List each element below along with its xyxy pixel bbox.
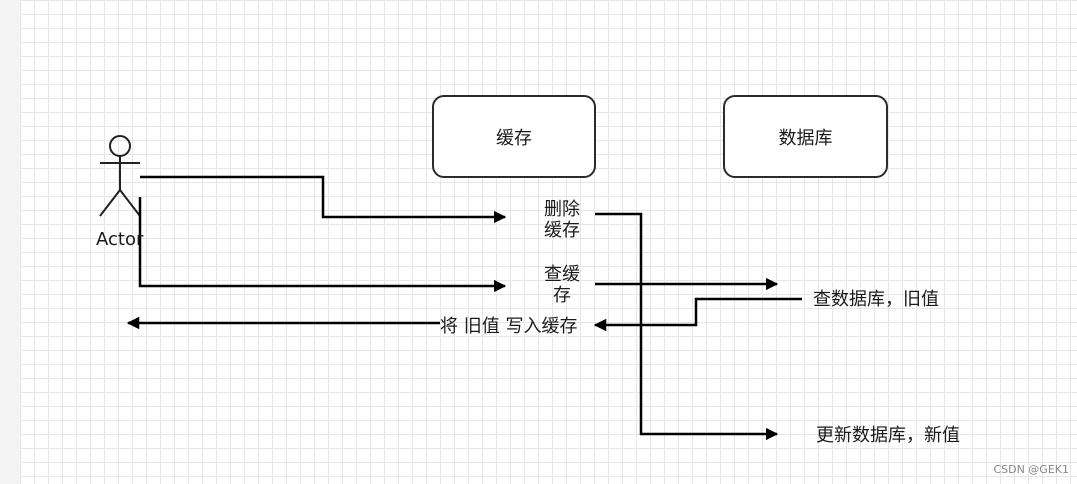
actor-right-leg bbox=[119, 189, 141, 217]
step-delete-cache-line2: 缓存 bbox=[544, 220, 580, 241]
step-write-cache-label: 将 旧值 写入缓存 bbox=[440, 316, 578, 337]
diagram-canvas: Actor 缓存 数据库 删除 缓存 查缓 存 查数据库，旧值 将 旧值 写入缓… bbox=[20, 0, 1077, 484]
cache-node[interactable]: 缓存 bbox=[432, 95, 596, 178]
step-delete-cache-line1: 删除 bbox=[544, 199, 580, 220]
step-query-cache-label: 查缓 存 bbox=[528, 264, 596, 306]
database-node[interactable]: 数据库 bbox=[723, 95, 888, 178]
database-node-label: 数据库 bbox=[778, 127, 833, 149]
actor-head bbox=[109, 135, 131, 157]
watermark: CSDN @GEK1 bbox=[993, 463, 1069, 476]
step-delete-cache-label: 删除 缓存 bbox=[528, 199, 596, 241]
arrow-actor-to-query-cache bbox=[138, 197, 507, 293]
cache-node-label: 缓存 bbox=[496, 127, 532, 149]
arrow-delete-cache-to-update-db bbox=[595, 212, 779, 441]
arrow-actor-to-delete-cache bbox=[140, 175, 507, 224]
actor-left-leg bbox=[99, 189, 121, 217]
arrow-db-to-write-cache bbox=[593, 297, 802, 332]
step-query-cache-line2: 存 bbox=[553, 285, 571, 306]
step-query-cache-line1: 查缓 bbox=[544, 264, 580, 285]
step-update-db-new-label: 更新数据库，新值 bbox=[816, 425, 960, 446]
flow-lines bbox=[99, 135, 802, 441]
step-query-db-old-label: 查数据库，旧值 bbox=[813, 289, 939, 310]
actor-label: Actor bbox=[96, 229, 144, 250]
actor-figure bbox=[99, 135, 141, 217]
